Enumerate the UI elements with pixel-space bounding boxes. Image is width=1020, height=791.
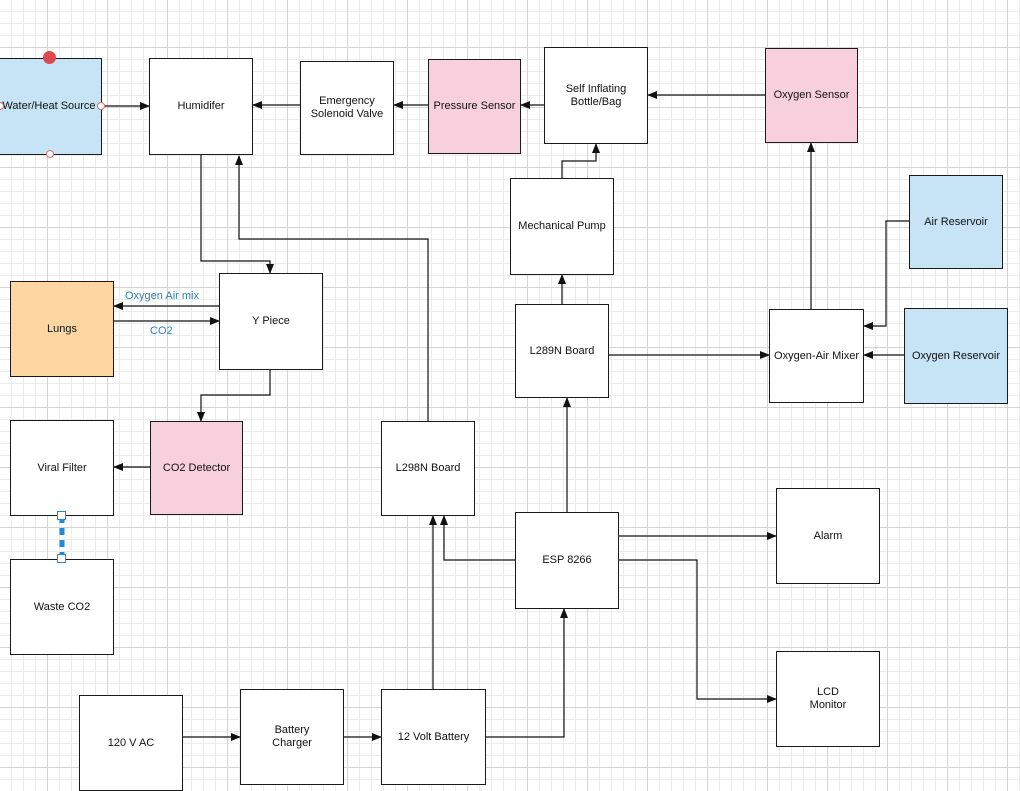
connector-battery-to-esp bbox=[486, 608, 568, 738]
battery-12v-node[interactable]: 12 Volt Battery bbox=[381, 689, 486, 785]
co2-detector-node[interactable]: CO2 Detector bbox=[150, 421, 243, 515]
selection-handle-end[interactable] bbox=[57, 554, 66, 563]
y-piece-node[interactable]: Y Piece bbox=[219, 273, 323, 370]
selection-handle-start[interactable] bbox=[57, 511, 66, 520]
oxygen-air-mixer-node[interactable]: Oxygen-Air Mixer bbox=[769, 309, 864, 403]
oxygen-reservoir-node[interactable]: Oxygen Reservoir bbox=[904, 308, 1008, 404]
co2-label: CO2 bbox=[150, 325, 173, 337]
esp8266-node[interactable]: ESP 8266 bbox=[515, 512, 619, 609]
emergency-solenoid-valve-node[interactable]: Emergency Solenoid Valve bbox=[300, 61, 394, 155]
connector-esp-to-l298n-a bbox=[440, 515, 515, 561]
waste-co2-node[interactable]: Waste CO2 bbox=[10, 559, 114, 655]
l289n-board-node[interactable]: L289N Board bbox=[515, 304, 609, 398]
lcd-monitor-node[interactable]: LCD Monitor bbox=[776, 651, 880, 747]
ac-120v-node[interactable]: 120 V AC bbox=[79, 695, 183, 791]
alarm-node[interactable]: Alarm bbox=[776, 488, 880, 584]
oxygen-sensor-node[interactable]: Oxygen Sensor bbox=[765, 48, 858, 143]
connection-handle-right[interactable] bbox=[97, 102, 105, 110]
connector-esp-to-lcd bbox=[619, 559, 777, 703]
l298n-board-node[interactable]: L298N Board bbox=[381, 421, 475, 516]
air-reservoir-node[interactable]: Air Reservoir bbox=[909, 175, 1003, 269]
connection-handle-top[interactable] bbox=[43, 51, 56, 64]
water-heat-source-node[interactable]: Water/Heat Source bbox=[0, 58, 102, 155]
mechanical-pump-node[interactable]: Mechanical Pump bbox=[510, 178, 614, 275]
viral-filter-node[interactable]: Viral Filter bbox=[10, 420, 114, 516]
connector-air-reservoir-to-mixer bbox=[863, 220, 909, 330]
lungs-node[interactable]: Lungs bbox=[10, 281, 114, 377]
connection-handle-bottom[interactable] bbox=[46, 150, 54, 158]
battery-charger-node[interactable]: Battery Charger bbox=[240, 689, 344, 785]
self-inflating-bag-node[interactable]: Self Inflating Bottle/Bag bbox=[544, 47, 648, 144]
connector-ypiece-to-co2-detector bbox=[197, 369, 271, 422]
oxygen-air-mix-label: Oxygen Air mix bbox=[125, 290, 199, 302]
humidifer-node[interactable]: Humidifer bbox=[149, 58, 253, 155]
connector-l298n-to-humidifer bbox=[235, 155, 429, 421]
connector-pump-to-bag bbox=[561, 143, 600, 178]
connector-humidifer-to-ypiece bbox=[200, 155, 274, 274]
pressure-sensor-node[interactable]: Pressure Sensor bbox=[428, 59, 521, 154]
